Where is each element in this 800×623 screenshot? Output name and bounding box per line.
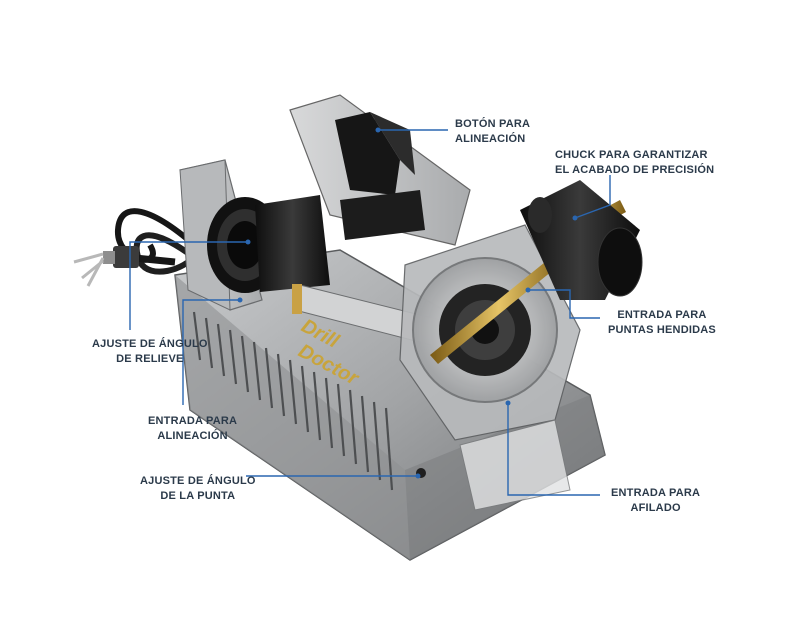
callout-line: EL ACABADO DE PRECISIÓN: [555, 164, 715, 176]
callout-line: ENTRADA PARA: [617, 309, 707, 321]
precision-chuck: [520, 180, 643, 300]
callout-line: CHUCK PARA GARANTIZAR: [555, 149, 708, 161]
callout-line: AJUSTE DE ÁNGULO: [92, 338, 208, 350]
callout-line: DE LA PUNTA: [160, 490, 236, 502]
callout-precision-chuck: CHUCK PARA GARANTIZAR EL ACABADO DE PREC…: [555, 148, 714, 178]
callout-line: DE RELIEVE: [116, 353, 184, 365]
relief-angle-chuck: [207, 195, 330, 293]
callout-line: ENTRADA PARA: [148, 415, 238, 427]
alignment-housing: [289, 94, 471, 246]
callout-line: ALINEACIÓN: [157, 430, 228, 442]
callout-sharpening-port: ENTRADA PARA AFILADO: [611, 486, 700, 516]
callout-split-point-port: ENTRADA PARA PUNTAS HENDIDAS: [608, 308, 716, 338]
callout-alignment-button: BOTÓN PARA ALINEACIÓN: [455, 117, 530, 147]
callout-line: PUNTAS HENDIDAS: [608, 324, 716, 336]
leader-alineacion: [182, 299, 240, 405]
leader-afilado: [507, 403, 600, 496]
callout-line: ENTRADA PARA: [611, 487, 701, 499]
leader-chuck: [574, 175, 611, 219]
callout-relief-angle: AJUSTE DE ÁNGULO DE RELIEVE: [92, 337, 208, 367]
power-plug: [73, 246, 139, 287]
callout-point-angle: AJUSTE DE ÁNGULO DE LA PUNTA: [140, 474, 256, 504]
callout-line: AJUSTE DE ÁNGULO: [140, 475, 256, 487]
callout-alignment-port: ENTRADA PARA ALINEACIÓN: [148, 414, 237, 444]
callout-line: BOTÓN PARA: [455, 118, 531, 130]
leader-lines: [129, 129, 611, 496]
callout-line: AFILADO: [630, 502, 681, 514]
leader-endpoints: [237, 127, 578, 479]
sharpening-port: [459, 419, 571, 511]
leader-hendidas: [528, 289, 600, 319]
leader-relieve: [129, 241, 248, 330]
callout-line: ALINEACIÓN: [455, 133, 526, 145]
